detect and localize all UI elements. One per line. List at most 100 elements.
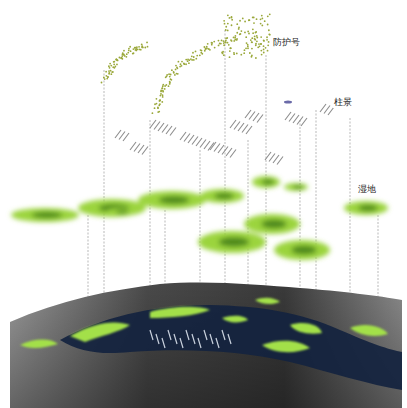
tree-dot (162, 96, 164, 98)
tree-dot (204, 50, 206, 52)
tree-dot (185, 63, 187, 65)
tree-dot (104, 78, 106, 80)
tree-dot (159, 99, 161, 101)
tree-dot (260, 18, 262, 20)
tree-dot (227, 14, 229, 16)
tree-dot (223, 40, 225, 42)
tree-dot (251, 55, 253, 57)
tree-dot (183, 63, 185, 65)
tree-dot (113, 63, 115, 65)
facility-mark (257, 115, 263, 123)
facility-mark (142, 147, 148, 155)
tree-dot (157, 107, 159, 109)
tree-dot (136, 48, 138, 50)
facility-mark (188, 135, 194, 143)
tree-dot (261, 17, 263, 19)
tree-dot (160, 93, 162, 95)
facility-mark (162, 125, 168, 133)
facility-mark (180, 132, 186, 140)
tree-dot (159, 103, 161, 105)
facility-mark (158, 123, 164, 131)
tree-dot (259, 45, 261, 47)
tree-dot (227, 42, 229, 44)
tree-dot (191, 55, 193, 57)
tree-dot (266, 36, 268, 38)
pier-mark (180, 338, 183, 348)
tree-dot (265, 47, 267, 49)
facility-mark (289, 114, 295, 122)
tree-dot (165, 84, 167, 86)
tree-dot (191, 59, 193, 61)
tree-dot (234, 39, 236, 41)
facility-mark (154, 122, 160, 130)
tree-dot (121, 55, 123, 57)
tree-dot (134, 47, 136, 49)
pier-mark (198, 338, 201, 348)
facility-mark (200, 140, 206, 148)
pier-mark (162, 338, 165, 348)
pier-mark (156, 334, 159, 344)
facility-mark (320, 104, 326, 112)
tree-dot (181, 61, 183, 63)
tree-dot (261, 54, 263, 56)
tree-dot (255, 44, 257, 46)
tree-dot (251, 37, 253, 39)
tree-dot (222, 51, 224, 53)
tree-dot (162, 85, 164, 87)
tree-dot (120, 57, 122, 59)
tree-dot (107, 76, 109, 78)
tree-dot (256, 35, 258, 37)
tree-dot (138, 46, 140, 48)
facility-mark (210, 142, 216, 150)
tree-dot (159, 95, 161, 97)
tree-dot (177, 73, 179, 75)
tree-dot (263, 45, 265, 47)
tree-dot (188, 59, 190, 61)
facility-mark (134, 144, 140, 152)
facility-mark (196, 138, 202, 146)
tree-dot (223, 54, 225, 56)
tree-dot (218, 45, 220, 47)
tree-dot (184, 63, 186, 65)
facility-mark (246, 126, 252, 134)
tree-dot (205, 48, 207, 50)
tree-dot (166, 74, 168, 76)
tree-dot (267, 24, 269, 26)
facility-mark (277, 157, 283, 165)
tree-dot (113, 61, 115, 63)
tree-dot (113, 61, 115, 63)
pier-mark (210, 334, 213, 344)
wetland-patch (198, 231, 266, 253)
tree-dot (252, 28, 254, 30)
tree-dot (240, 30, 242, 32)
tree-dot (252, 32, 254, 34)
leader-line (300, 120, 301, 300)
facility-mark (226, 148, 232, 156)
tree-dot (223, 20, 225, 22)
tree-dot (141, 44, 143, 46)
tree-dot (261, 15, 263, 17)
tree-dot (168, 85, 170, 87)
tree-dot (256, 37, 258, 39)
leader-line (225, 30, 226, 300)
tree-dot (152, 112, 154, 114)
tree-dot (193, 59, 195, 61)
tree-dot (214, 47, 216, 49)
wetland-patch (11, 208, 79, 222)
tree-dot (261, 24, 263, 26)
tree-dot (110, 73, 112, 75)
facility-mark (293, 115, 299, 123)
tree-dot (196, 55, 198, 57)
facility-mark (204, 141, 210, 149)
tree-dot (173, 72, 175, 74)
tree-dot (226, 37, 228, 39)
tree-dot (147, 46, 149, 48)
pier-mark (216, 338, 219, 348)
tree-dot (170, 74, 172, 76)
tree-dot (260, 36, 262, 38)
tree-dot (195, 58, 197, 60)
tree-dot (132, 53, 134, 55)
tree-dot (251, 41, 253, 43)
tree-dot (225, 40, 227, 42)
tree-dot (117, 59, 119, 61)
